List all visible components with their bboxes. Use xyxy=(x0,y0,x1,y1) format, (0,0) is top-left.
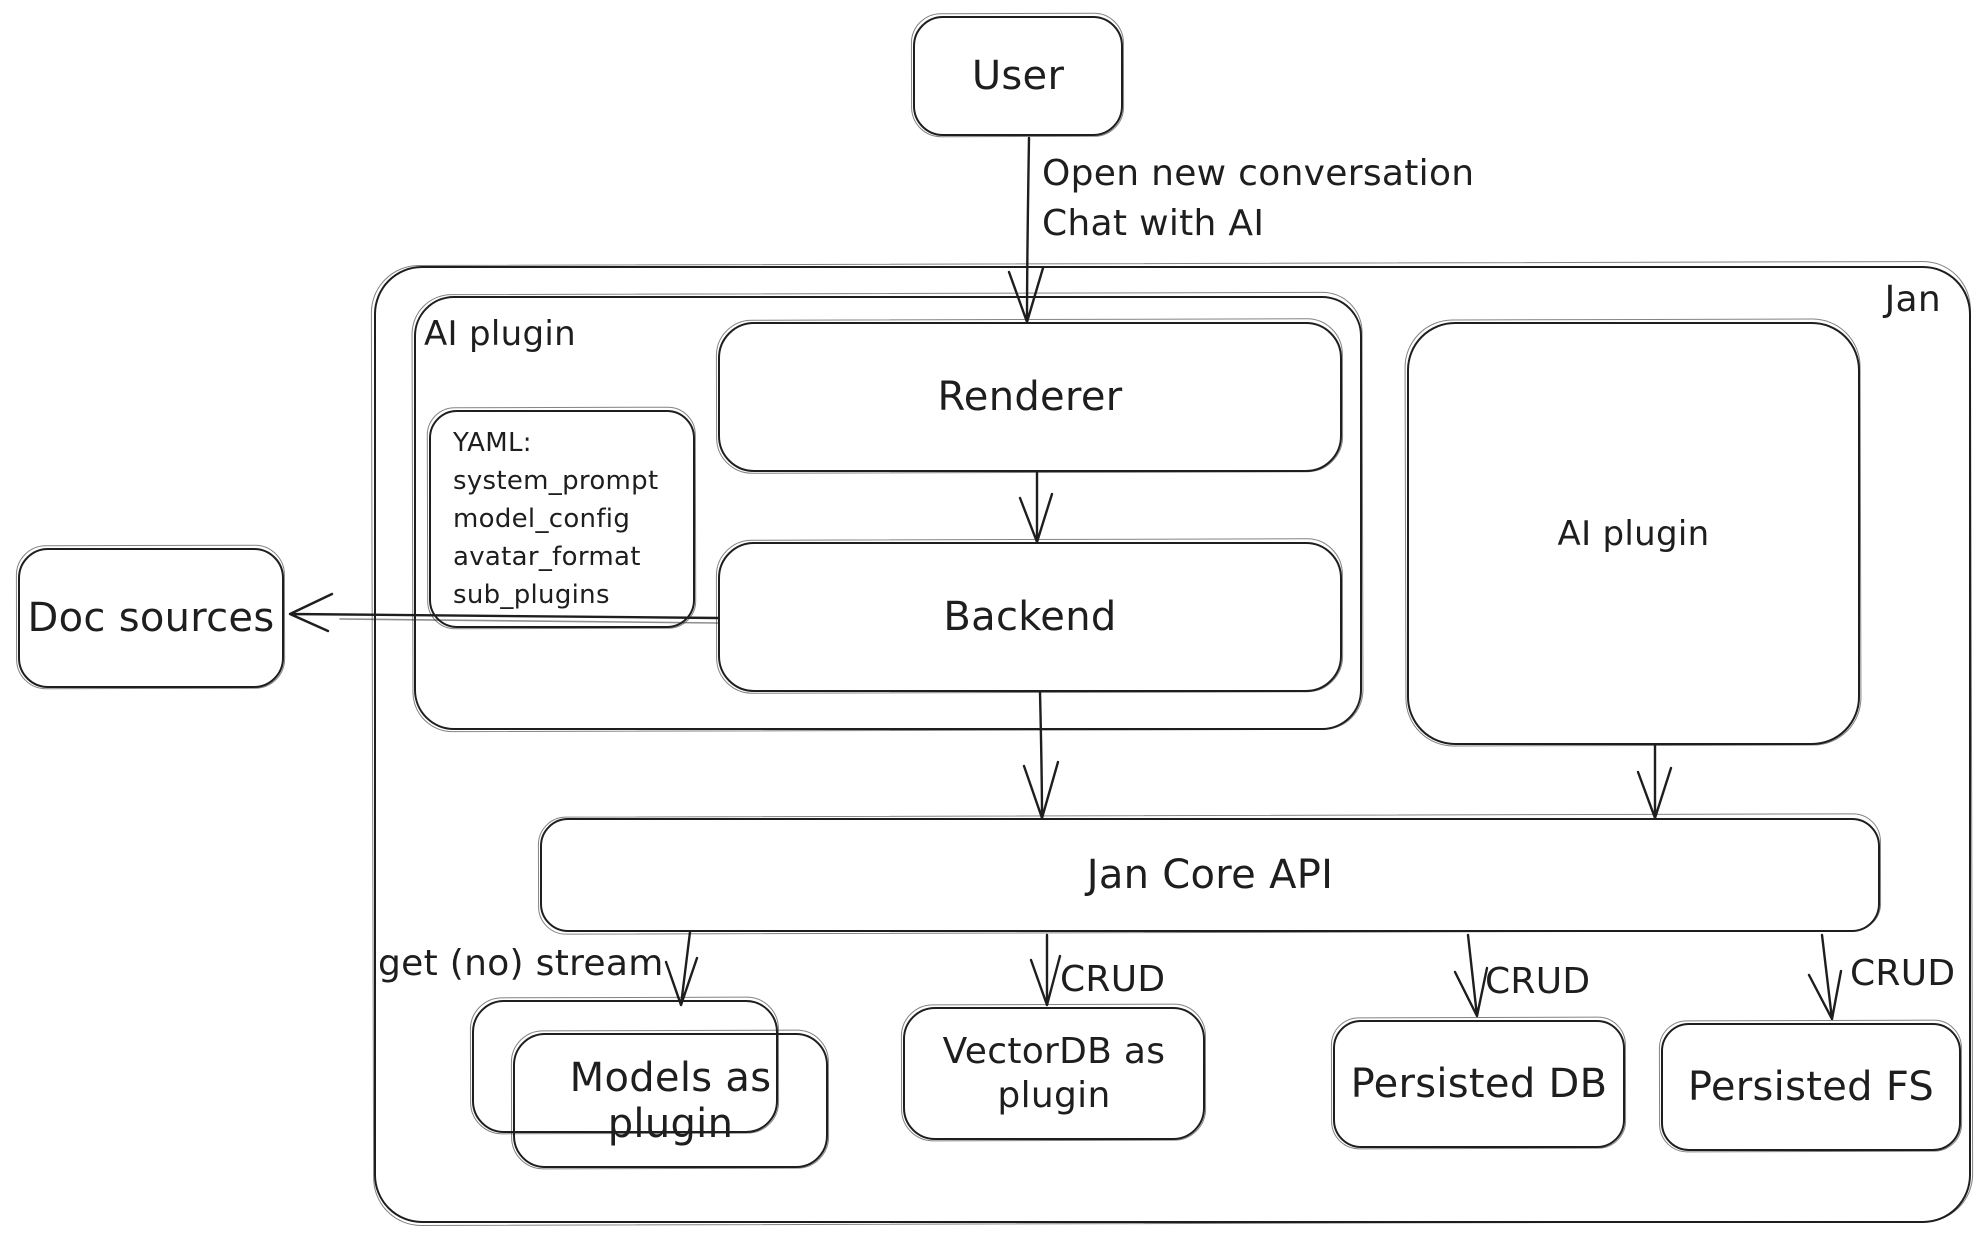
node-backend: Backend xyxy=(718,542,1342,692)
node-persisted-db: Persisted DB xyxy=(1333,1020,1625,1148)
node-renderer-label: Renderer xyxy=(937,374,1123,420)
node-user: User xyxy=(913,16,1123,136)
node-user-label: User xyxy=(971,53,1065,99)
node-jan-core-api-label: Jan Core API xyxy=(1086,852,1334,898)
node-renderer: Renderer xyxy=(718,322,1342,472)
group-ai-plugin-label: AI plugin xyxy=(424,314,576,354)
container-jan: Jan xyxy=(374,266,1971,1223)
note-yaml-title: YAML: xyxy=(453,428,532,458)
edge-label-crud-persisted-fs: CRUD xyxy=(1850,953,1956,994)
edge-label-crud-persisted-db: CRUD xyxy=(1485,961,1591,1002)
node-ai-plugin: AI plugin xyxy=(1407,322,1860,745)
node-models-as-plugin-label: Models as plugin xyxy=(569,1054,772,1147)
node-doc-sources: Doc sources xyxy=(18,548,284,688)
node-persisted-fs: Persisted FS xyxy=(1661,1023,1961,1151)
node-persisted-fs-label: Persisted FS xyxy=(1687,1064,1935,1110)
note-yaml-line: model_config xyxy=(453,504,631,534)
edge-label-open-new-conversation: Open new conversation xyxy=(1042,153,1475,194)
node-vectordb-as-plugin-label: VectorDB as plugin xyxy=(942,1030,1166,1116)
node-doc-sources-label: Doc sources xyxy=(27,595,275,641)
group-ai-plugin: AI plugin xyxy=(414,296,1362,730)
node-vectordb-as-plugin: VectorDB as plugin xyxy=(903,1007,1205,1140)
node-ai-plugin-label: AI plugin xyxy=(1557,513,1710,554)
edge-label-chat-with-ai: Chat with AI xyxy=(1042,203,1265,244)
node-backend-label: Backend xyxy=(943,594,1117,640)
node-persisted-db-label: Persisted DB xyxy=(1350,1061,1608,1107)
container-jan-label: Jan xyxy=(1884,279,1941,320)
node-models-as-plugin: Models as plugin xyxy=(513,1033,828,1168)
note-yaml-line: system_prompt xyxy=(453,466,659,496)
note-yaml-line: sub_plugins xyxy=(453,580,610,610)
edge-label-crud-vectordb: CRUD xyxy=(1060,959,1166,1000)
edge-label-get-no-stream: get (no) stream xyxy=(378,943,664,984)
note-yaml: YAML: system_prompt model_config avatar_… xyxy=(429,410,695,628)
node-jan-core-api: Jan Core API xyxy=(540,818,1880,932)
note-yaml-line: avatar_format xyxy=(453,542,641,572)
